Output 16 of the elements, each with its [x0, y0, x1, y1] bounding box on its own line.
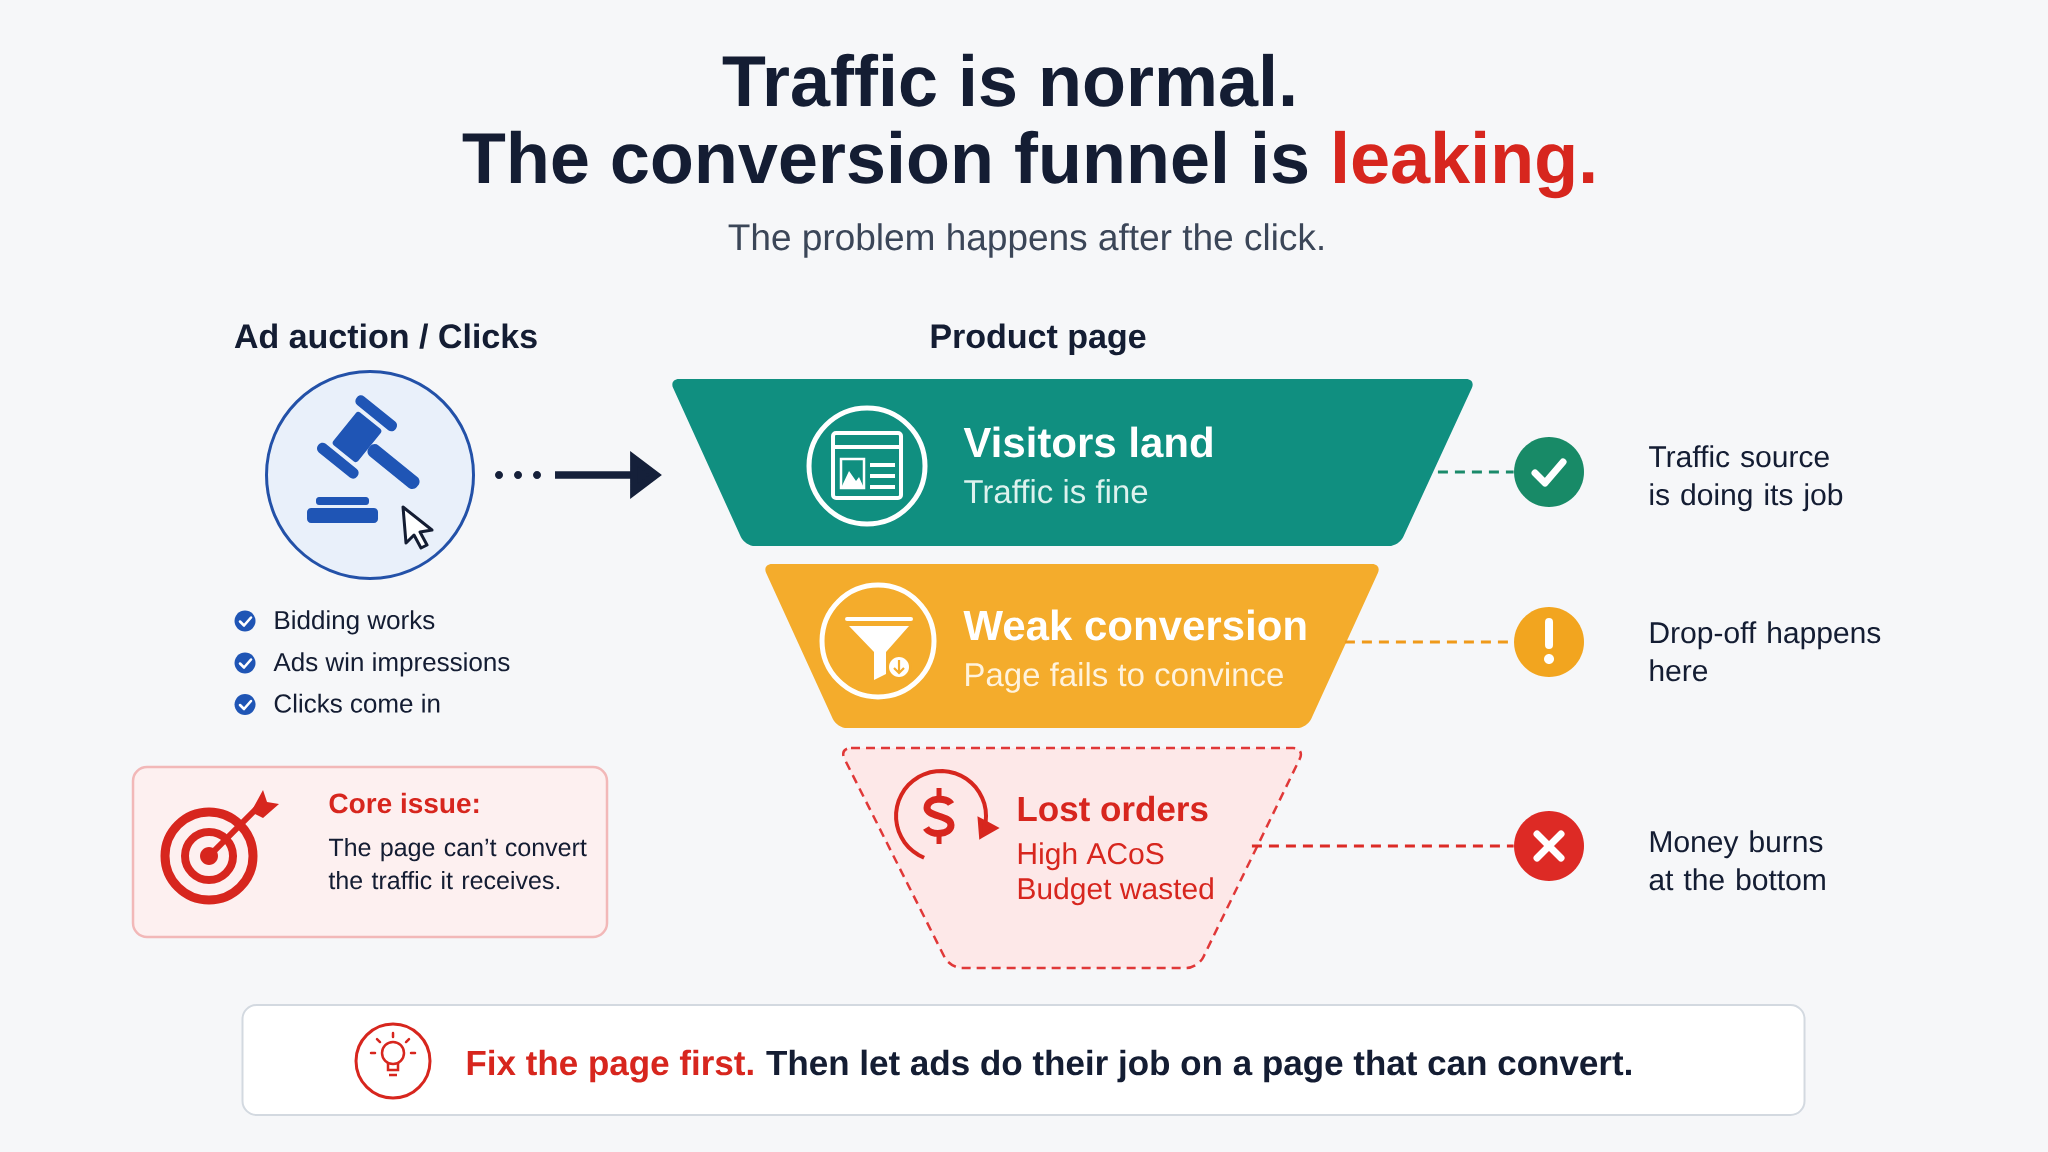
- tip-banner: Fix the page first. Then let ads do their job on a page that can convert.: [241, 1004, 1806, 1116]
- status-note: Drop-off happens here: [1650, 621, 1881, 682]
- connector-line: [1437, 470, 1514, 474]
- list-item: Clicks come in: [274, 693, 440, 713]
- title: Traffic is normal. The conversion funnel is leaking.: [462, 53, 1594, 199]
- list-item: Ads win impressions: [273, 652, 510, 677]
- subtitle: The problem happens after the click.: [728, 223, 1323, 258]
- list-item: Bidding works: [275, 610, 435, 635]
- status-note: Money burns at the bottom: [1649, 830, 1825, 891]
- column-heading: Product page: [931, 323, 1146, 356]
- funnel-stage: Weak conversion Page fails to convince: [765, 564, 1379, 728]
- connector-line: [1251, 844, 1514, 848]
- callout-box: Core issue: The page can’t convert the traffic it receives.: [131, 765, 609, 939]
- funnel-stage: Lost orders High ACoS Budget wasted: [842, 746, 1303, 970]
- column-heading: Ad auction / Clicks: [234, 323, 537, 349]
- status-note: Traffic source is doing its job: [1649, 445, 1843, 512]
